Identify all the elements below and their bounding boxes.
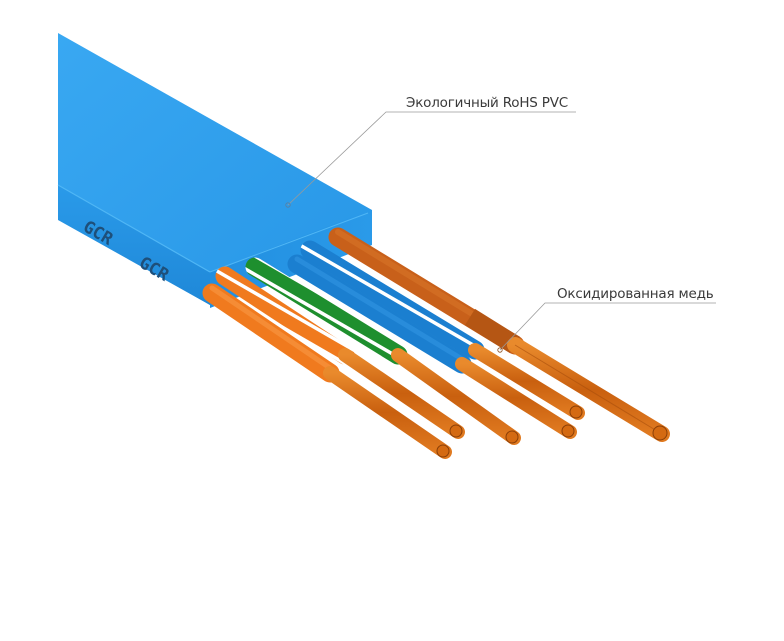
wires [202, 227, 670, 459]
callout-label-jacket: Экологичный RoHS PVC [406, 95, 568, 111]
copper-tip [505, 430, 519, 444]
copper-conductor [455, 357, 577, 439]
callout-conductor-leader [497, 302, 716, 353]
leader-dot-icon [497, 347, 503, 353]
wire-brown [328, 227, 670, 442]
wire-orange [202, 283, 452, 459]
wire-blue-white [300, 240, 585, 420]
jacket-side-face [58, 185, 210, 305]
copper-tip [561, 424, 575, 438]
wire-orange-white [215, 266, 465, 439]
copper-tip [449, 424, 463, 438]
callout-jacket-leader [285, 111, 576, 208]
copper-conductor [338, 348, 465, 439]
jacket-edge [209, 212, 369, 273]
copper-conductor [468, 343, 585, 420]
copper-tip [569, 405, 583, 419]
copper-tip [652, 425, 668, 441]
copper-conductor [391, 348, 521, 445]
callout-jacket-secondary-leader [372, 112, 386, 240]
callout-label-conductor: Оксидированная медь [557, 286, 714, 302]
leader-dot-icon [285, 202, 291, 208]
wire-blue [287, 254, 577, 439]
jacket-edge [57, 184, 211, 273]
wire-green-white [245, 257, 521, 445]
copper-tip [436, 444, 450, 458]
copper-conductor [323, 366, 452, 459]
